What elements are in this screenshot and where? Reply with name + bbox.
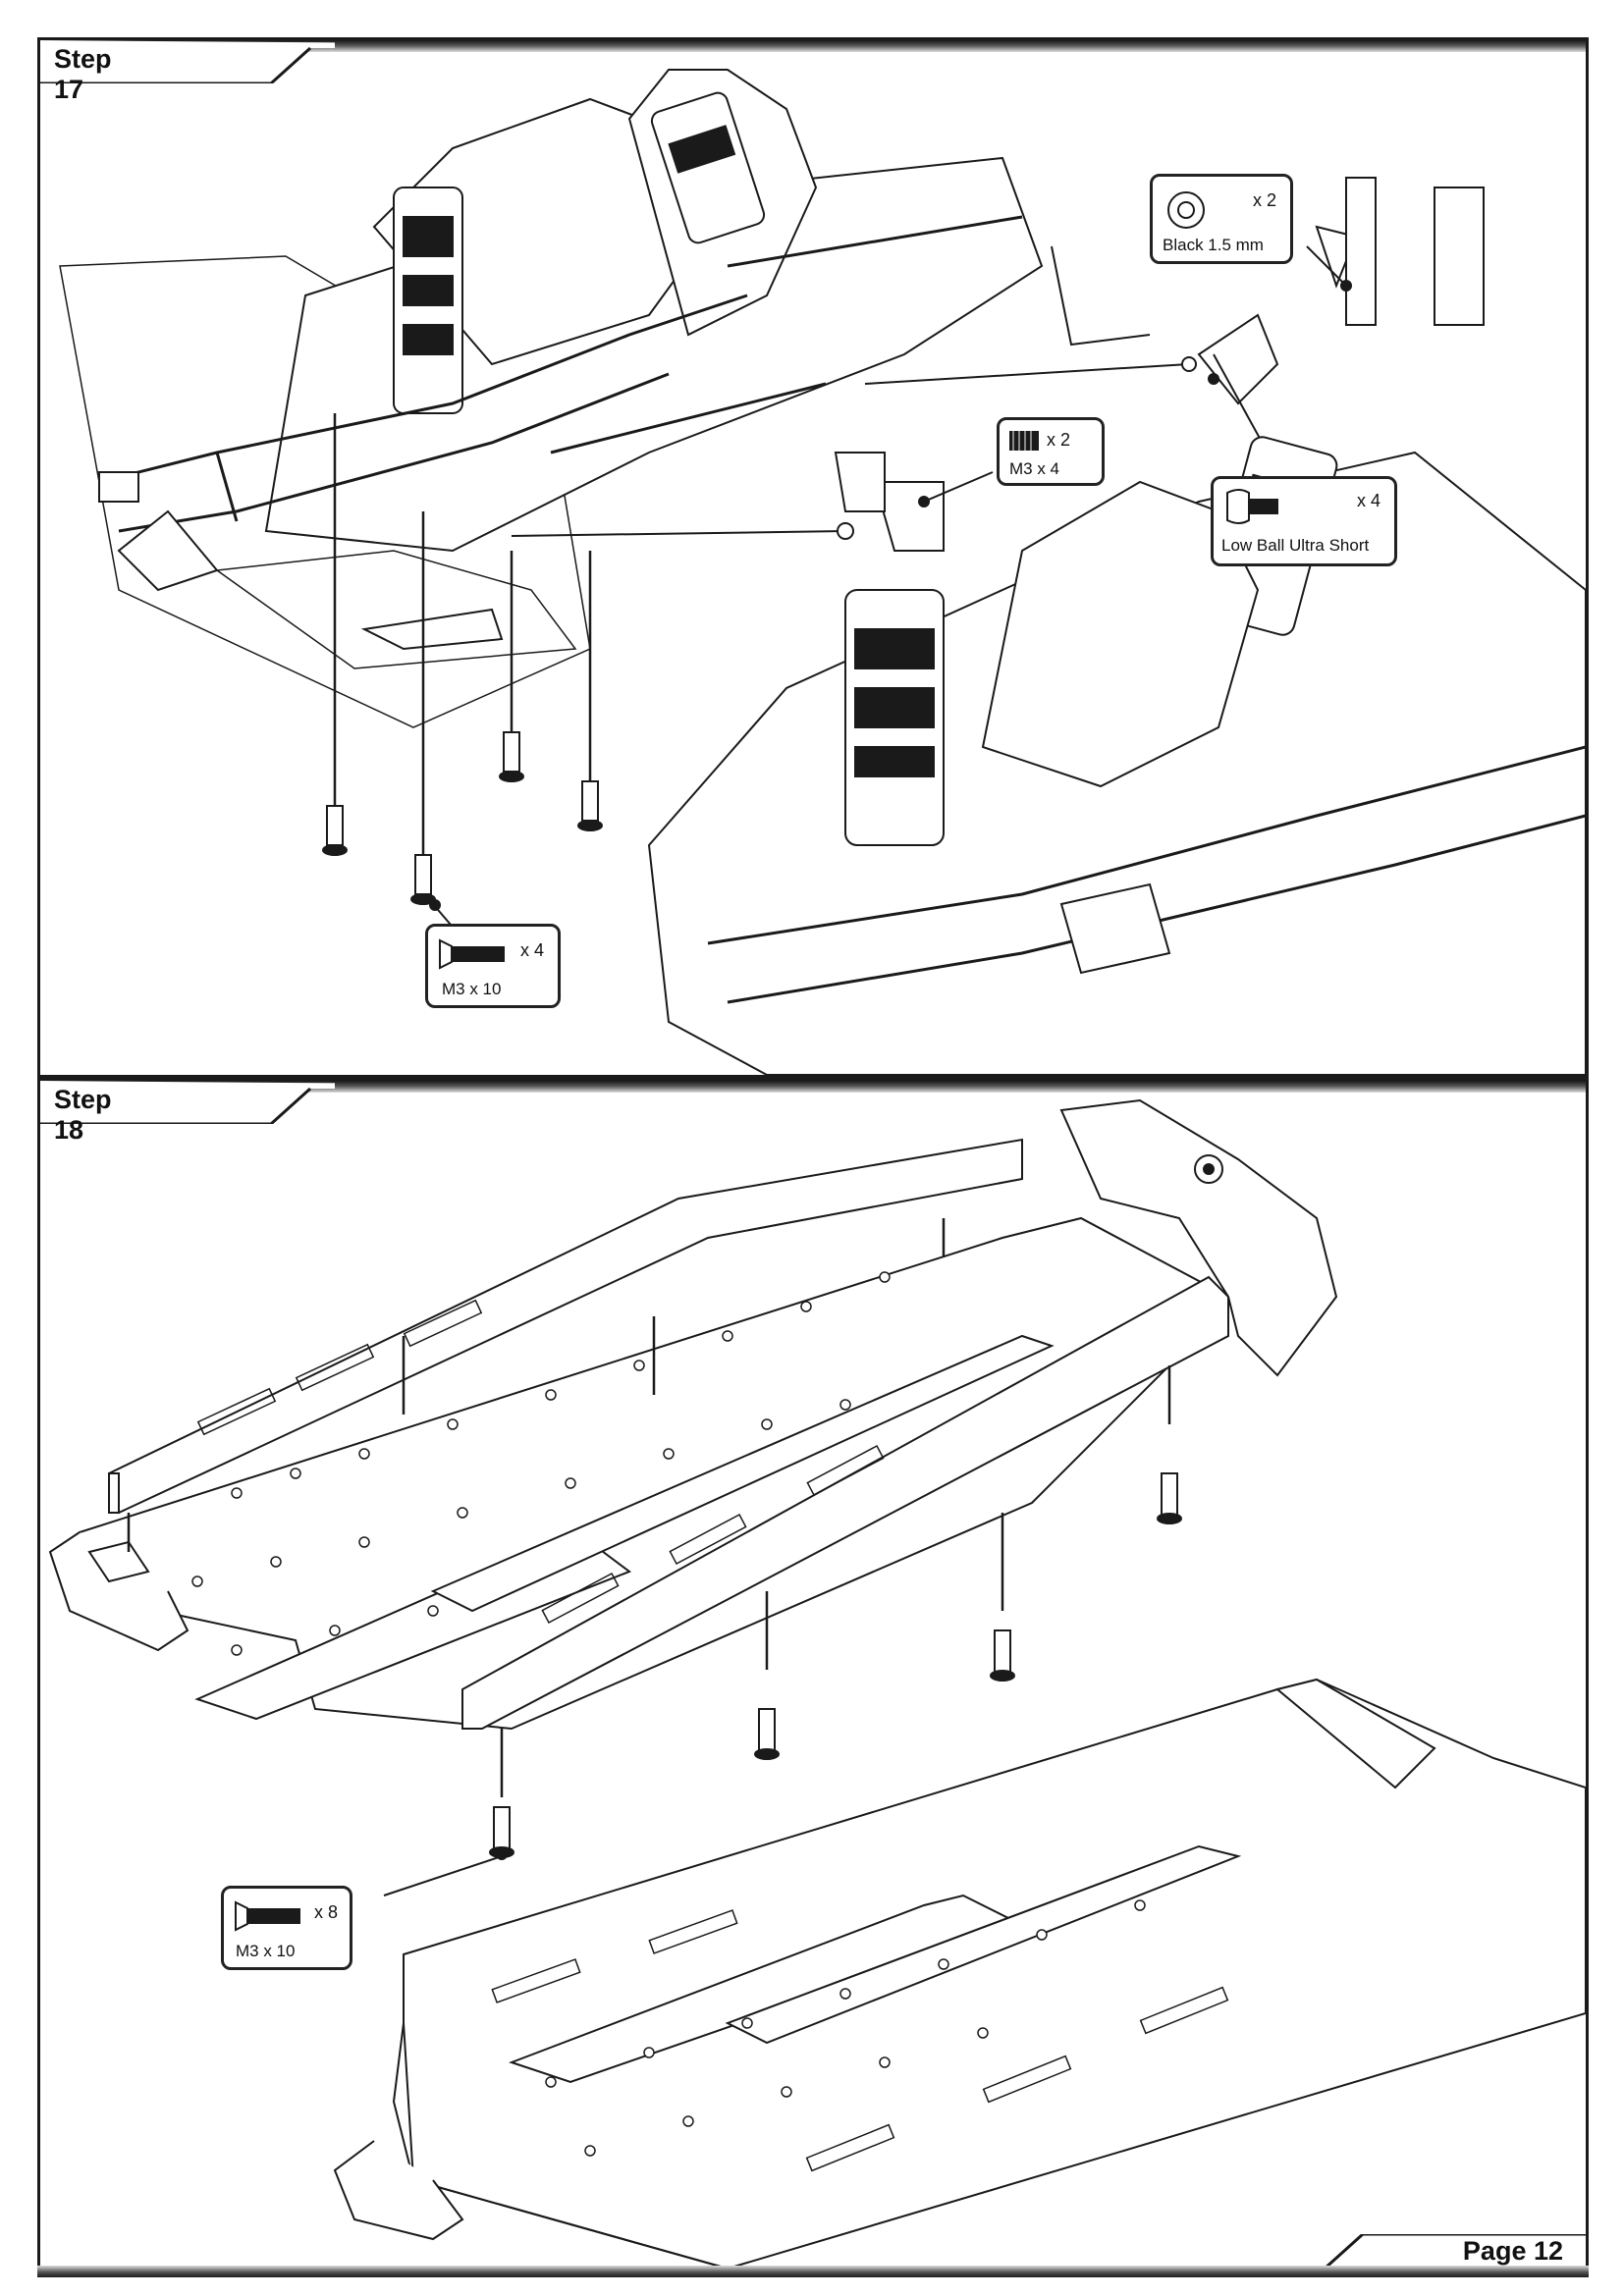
step-18-illustration (48, 1098, 1586, 2270)
screw-qty-step17: x 4 (519, 940, 544, 960)
ball-stud-callout: x 4 Low Ball Ultra Short (1211, 476, 1397, 566)
countersunk-screw-icon (235, 1900, 300, 1932)
ball-stud-icon (1226, 489, 1278, 524)
step-17-header-bar (40, 40, 1586, 52)
step-18-header-bar (40, 1081, 1586, 1093)
screw-name-step17: M3 x 10 (442, 980, 502, 998)
step-17-title: Step 17 (54, 44, 112, 104)
set-screw-icon (1009, 431, 1039, 451)
step-18-title: Step 18 (54, 1085, 112, 1145)
page-number: Page 12 (1462, 2236, 1563, 2266)
screw-callout-step18: x 8 M3 x 10 (221, 1886, 352, 1970)
washer-icon (1167, 191, 1205, 229)
screw-qty-step18: x 8 (313, 1902, 338, 1922)
washer-callout: x 2 Black 1.5 mm (1150, 174, 1293, 264)
step-18-panel: Step 18 (37, 1078, 1589, 2277)
washer-qty: x 2 (1252, 190, 1276, 210)
footer-bar (37, 2266, 1589, 2277)
ball-stud-name: Low Ball Ultra Short (1221, 536, 1370, 555)
page-footer: Page 12 (37, 2234, 1589, 2277)
countersunk-screw-icon (439, 938, 505, 970)
screw-callout-step17: x 4 M3 x 10 (425, 924, 561, 1008)
set-screw-callout: x 2 M3 x 4 (997, 417, 1105, 486)
washer-name: Black 1.5 mm (1163, 236, 1264, 254)
set-screw-name: M3 x 4 (1009, 459, 1060, 478)
step-17-illustration (59, 69, 1586, 1075)
step-17-panel: Step 17 (37, 37, 1589, 1078)
ball-stud-qty: x 4 (1356, 491, 1380, 510)
screw-name-step18: M3 x 10 (236, 1942, 296, 1960)
set-screw-qty: x 2 (1047, 430, 1071, 450)
